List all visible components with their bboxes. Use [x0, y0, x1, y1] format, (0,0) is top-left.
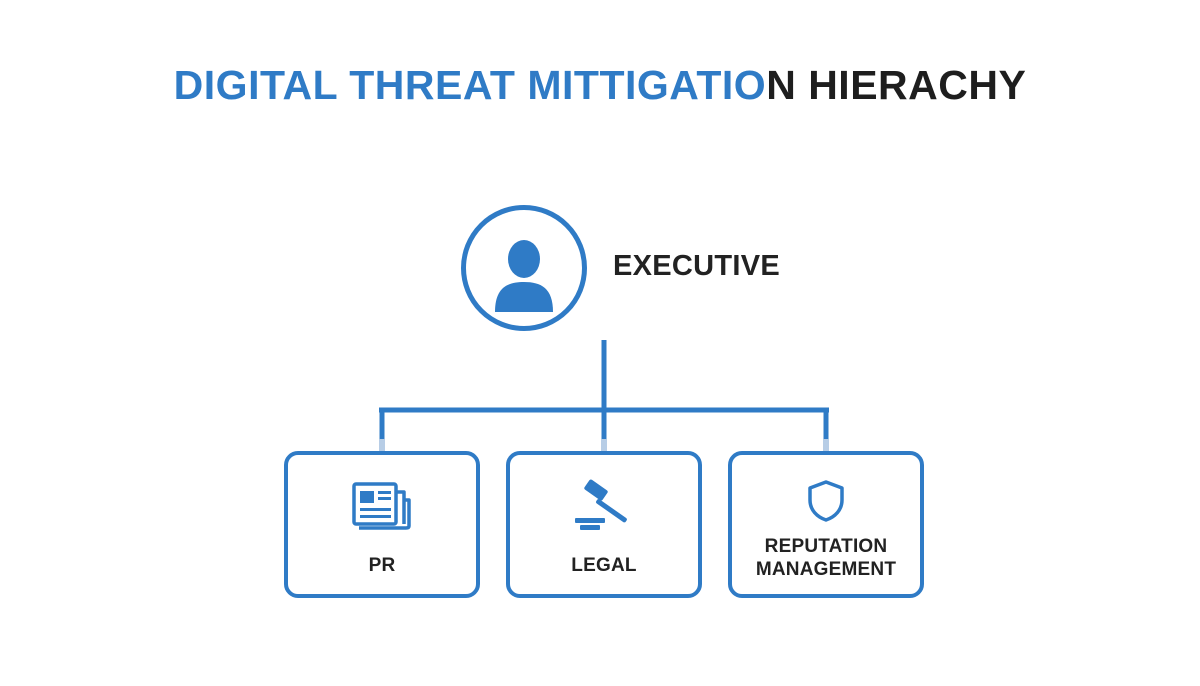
branch-left-tip — [379, 439, 385, 451]
title-blue-part: DIGITAL THREAT MITTIGATIO — [173, 62, 767, 108]
executive-node[interactable] — [461, 205, 587, 331]
executive-label: EXECUTIVE — [613, 250, 781, 282]
legal-node[interactable]: LEGAL — [506, 451, 702, 598]
title-dark-part: N HIERACHY — [766, 62, 1027, 108]
branch-center-tip — [601, 439, 607, 451]
reputation-management-label: REPUTATION MANAGEMENT — [755, 536, 897, 580]
shield-icon — [808, 480, 844, 522]
branch-right-tip — [823, 439, 829, 451]
diagram-title: DIGITAL THREAT MITTIGATION HIERACHY — [0, 62, 1200, 109]
gavel-icon — [575, 479, 627, 530]
pr-label: PR — [368, 555, 396, 576]
reputation-management-node[interactable]: REPUTATION MANAGEMENT — [728, 451, 924, 598]
legal-label: LEGAL — [571, 555, 637, 576]
pr-node[interactable]: PR — [284, 451, 480, 598]
newspaper-icon — [352, 482, 411, 530]
user-icon — [495, 240, 553, 312]
